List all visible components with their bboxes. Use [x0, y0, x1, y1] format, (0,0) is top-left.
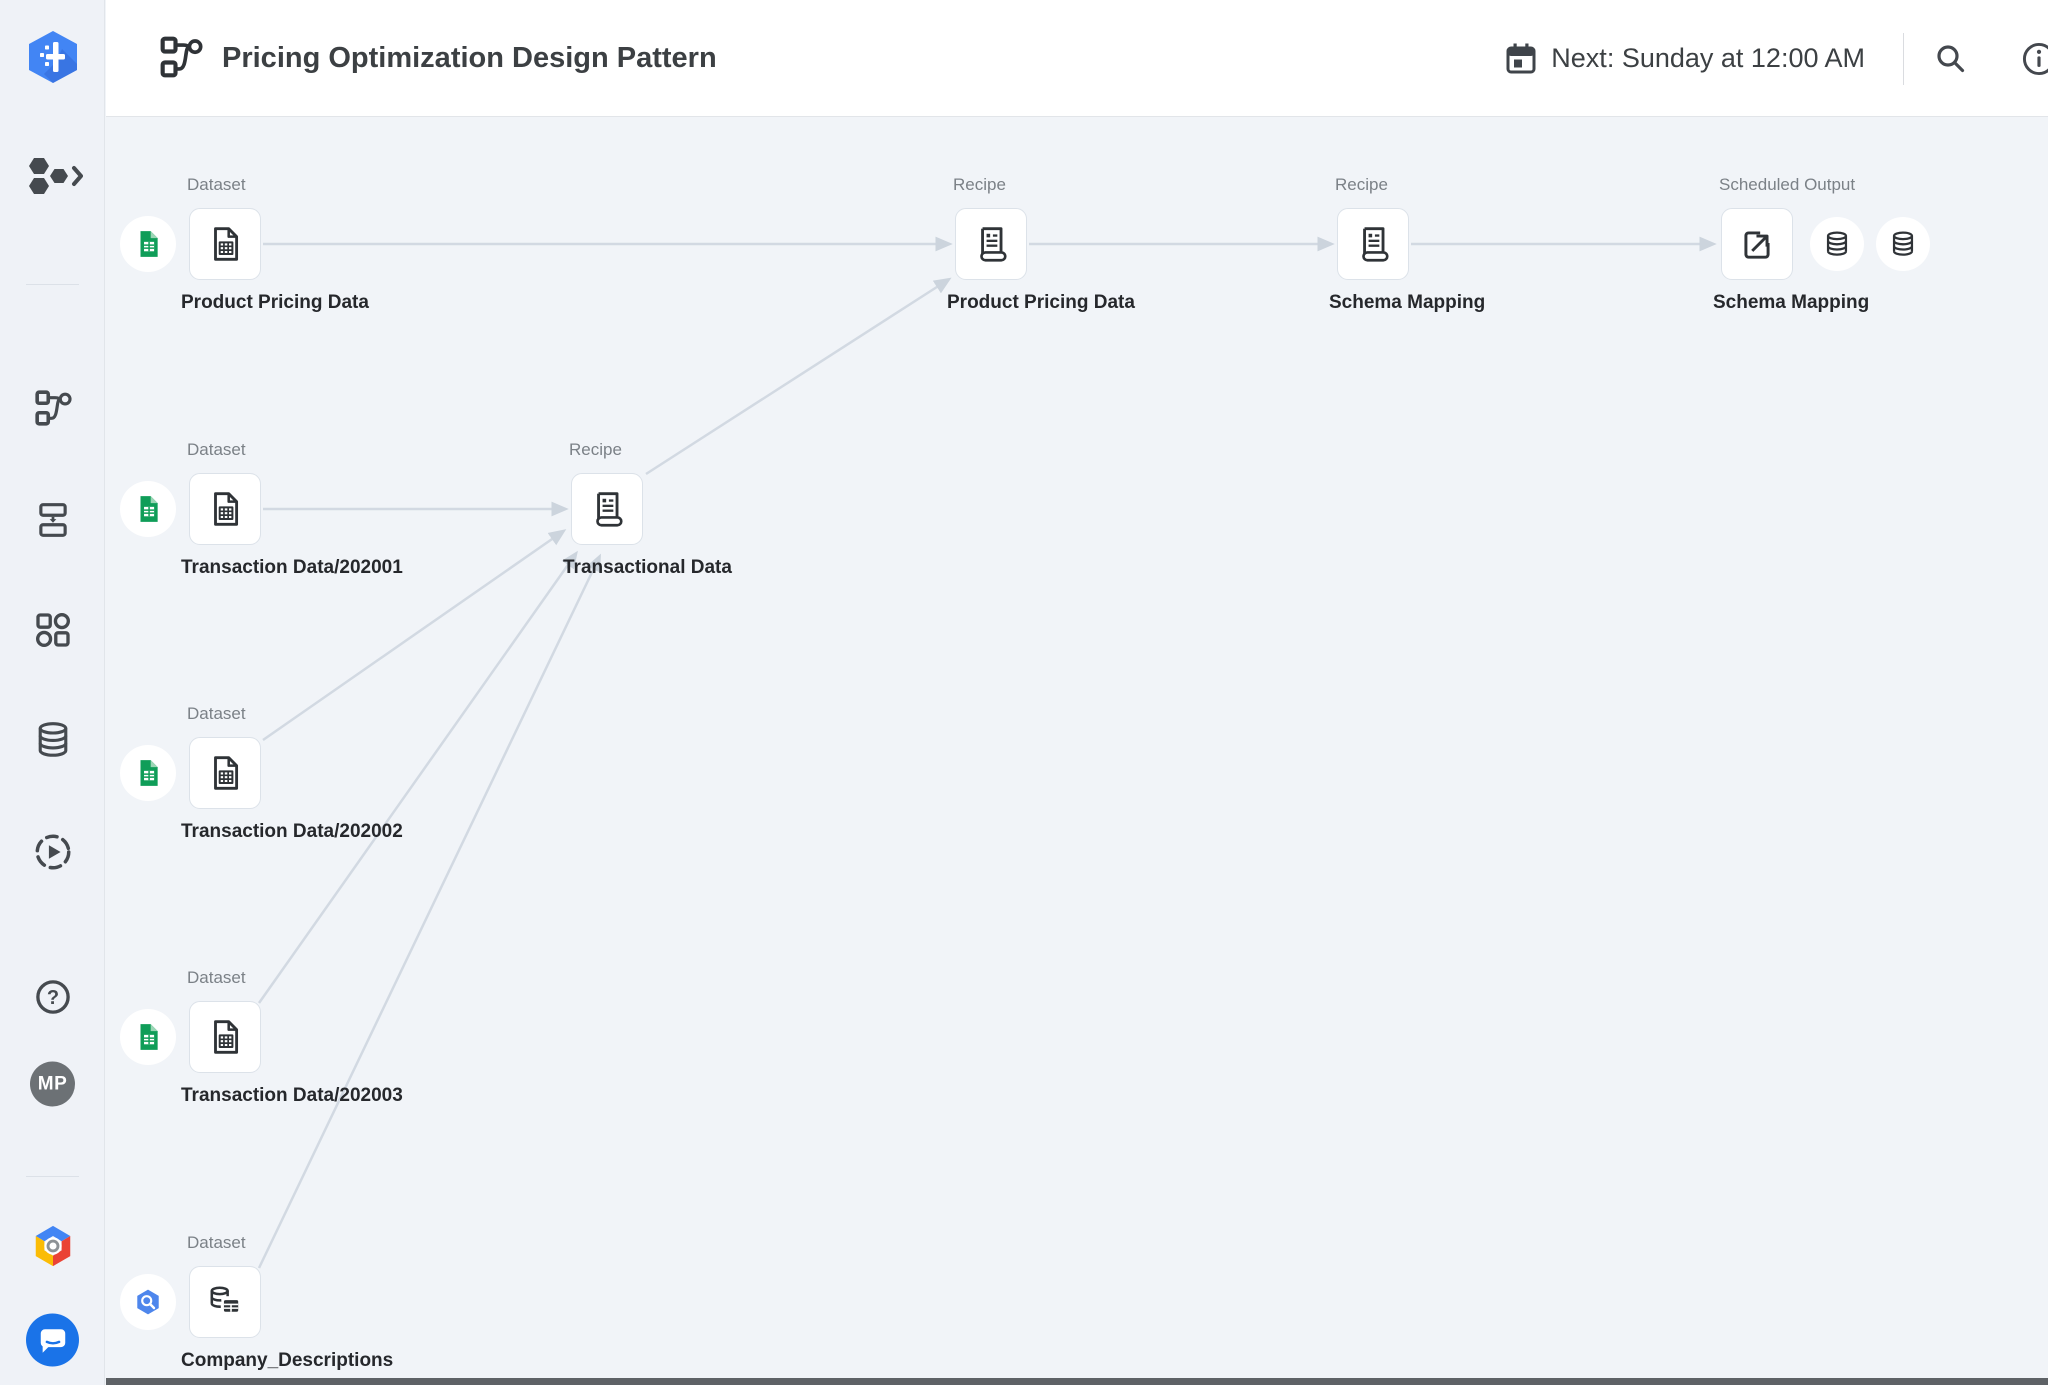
node-title: Schema Mapping	[1713, 292, 1870, 313]
flow-type-icon	[158, 35, 204, 84]
horizontal-scrollbar[interactable]	[106, 1378, 2048, 1385]
info-icon	[2022, 42, 2048, 75]
node-title: Product Pricing Data	[947, 292, 1135, 313]
output-arrow-icon	[1744, 231, 1770, 259]
sidebar-item-google-cloud[interactable]	[0, 1223, 105, 1269]
node-type-label: Dataset	[187, 704, 246, 723]
sidebar-item-help[interactable]: ?	[0, 977, 105, 1017]
flow-node-dataset-202002: Dataset Transaction Data/202002	[120, 704, 411, 843]
page-title: Pricing Optimization Design Pattern	[222, 42, 717, 74]
header: Pricing Optimization Design Pattern Next…	[106, 0, 2048, 117]
database-table-icon	[210, 1286, 241, 1314]
node-title: Schema Mapping	[1329, 292, 1486, 313]
node-type-label: Recipe	[569, 440, 622, 459]
google-sheets-badge	[120, 1009, 176, 1065]
flow-icon	[34, 390, 72, 426]
google-cloud-icon	[35, 1225, 70, 1267]
node-type-label: Dataset	[187, 968, 246, 987]
flow-node-output-schema-mapping: Scheduled Output Schema Mapping	[1713, 175, 1930, 314]
sidebar-item-job-history[interactable]	[0, 831, 105, 873]
google-sheets-badge	[120, 745, 176, 801]
node-box-dataset[interactable]	[189, 1266, 261, 1338]
node-title: Company_Descriptions	[181, 1350, 394, 1371]
node-box-dataset[interactable]	[189, 737, 261, 809]
dataset-file-icon	[214, 227, 239, 261]
search-icon	[1937, 44, 1965, 72]
run-jobs-icon	[35, 834, 70, 870]
node-type-label: Scheduled Output	[1719, 175, 1856, 194]
info-button[interactable]	[2016, 36, 2048, 82]
sidebar-item-flows-expand[interactable]	[0, 156, 105, 196]
dataset-file-icon	[214, 756, 239, 790]
google-sheets-badge	[120, 481, 176, 537]
node-type-label: Dataset	[187, 175, 246, 194]
sidebar-item-plans[interactable]	[0, 501, 105, 539]
recipe-icon	[1362, 227, 1389, 262]
search-button[interactable]	[1928, 36, 1974, 82]
node-box-recipe[interactable]	[1337, 208, 1409, 280]
node-title: Transactional Data	[563, 557, 732, 578]
flow-node-recipe-schema-mapping: Recipe Schema Mapping	[1329, 175, 1493, 314]
flow-node-recipe-product-pricing: Recipe Product Pricing Data	[947, 175, 1143, 314]
sidebar-item-library[interactable]	[0, 610, 105, 650]
svg-text:?: ?	[46, 987, 58, 1009]
bigquery-badge	[120, 1274, 176, 1330]
output-destination-database-icon[interactable]	[1810, 217, 1864, 271]
help-icon: ?	[35, 980, 70, 1014]
recipe-icon	[596, 492, 623, 527]
dataset-file-icon	[214, 1020, 239, 1054]
dataprep-logo-icon	[28, 31, 77, 83]
avatar: MP	[30, 1061, 75, 1107]
sidebar-item-datasets[interactable]	[0, 720, 105, 760]
sidebar-divider-top	[26, 284, 79, 285]
flow-node-dataset-company-descriptions: Dataset Company_Descriptions	[120, 1233, 401, 1372]
google-sheets-badge	[120, 216, 176, 272]
flow-node-dataset-202003: Dataset Transaction Data/202003	[120, 968, 411, 1107]
node-box-dataset[interactable]	[189, 208, 261, 280]
node-type-label: Dataset	[187, 1233, 246, 1252]
header-divider	[1903, 32, 1904, 85]
output-destination-database-icon[interactable]	[1876, 217, 1930, 271]
sidebar-divider-bottom	[26, 1176, 79, 1177]
library-grid-icon	[35, 612, 70, 648]
node-box-recipe[interactable]	[955, 208, 1027, 280]
plan-icon	[38, 503, 67, 537]
node-box-scheduled-output[interactable]	[1721, 208, 1793, 280]
sidebar-item-chat-support[interactable]	[0, 1313, 105, 1367]
node-type-label: Recipe	[1335, 175, 1388, 194]
flow-node-recipe-transactional-data: Recipe Transactional Data	[563, 440, 740, 579]
node-box-dataset[interactable]	[189, 1001, 261, 1073]
recipe-icon	[980, 227, 1007, 262]
flow-node-dataset-product-pricing: Dataset Product Pricing Data	[120, 175, 377, 314]
schedule-text: Next: Sunday at 12:00 AM	[1551, 43, 1865, 73]
node-title: Transaction Data/202003	[181, 1085, 403, 1106]
sidebar: ? MP	[0, 0, 105, 1385]
calendar-icon	[1506, 43, 1536, 73]
chat-icon	[26, 1313, 79, 1367]
dataprep-logo[interactable]	[0, 29, 105, 85]
node-box-recipe[interactable]	[571, 473, 643, 545]
sidebar-item-account[interactable]: MP	[0, 1061, 105, 1107]
flow-node-dataset-202001: Dataset Transaction Data/202001	[120, 440, 411, 579]
node-title: Transaction Data/202002	[181, 821, 403, 842]
hexagons-expand-icon	[28, 158, 83, 194]
dataset-file-icon	[214, 492, 239, 526]
node-title: Product Pricing Data	[181, 292, 369, 313]
database-icon	[38, 722, 67, 757]
node-box-dataset[interactable]	[189, 473, 261, 545]
node-type-label: Recipe	[953, 175, 1006, 194]
node-type-label: Dataset	[187, 440, 246, 459]
sidebar-item-flows[interactable]	[0, 389, 105, 427]
node-title: Transaction Data/202001	[181, 557, 403, 578]
header-actions: Next: Sunday at 12:00 AM	[1503, 0, 2048, 117]
schedule-status: Next: Sunday at 12:00 AM	[1503, 41, 1865, 77]
